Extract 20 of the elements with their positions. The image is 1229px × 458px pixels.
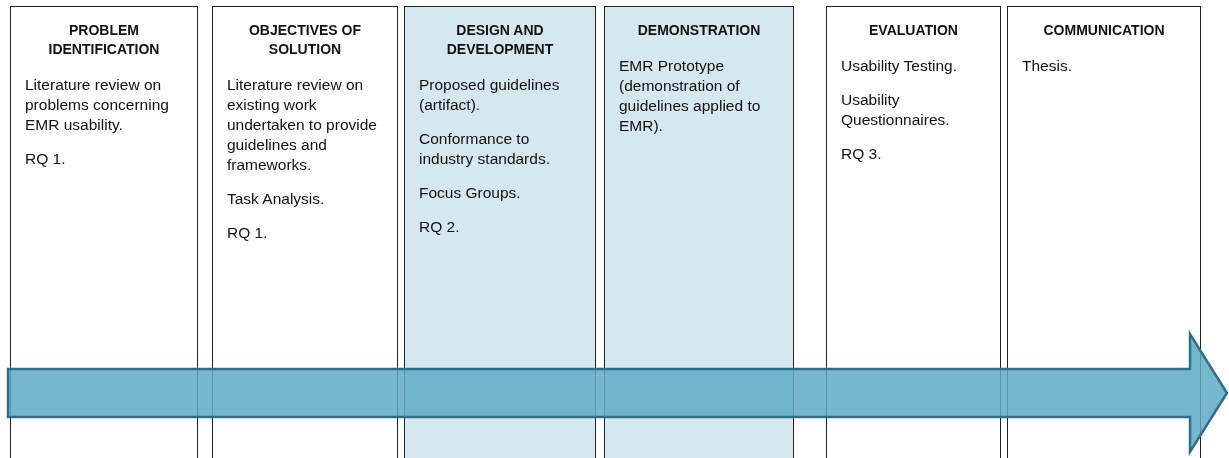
body-text: Usability Questionnaires. (841, 90, 951, 130)
column-heading: EVALUATION (868, 21, 959, 40)
body-text: RQ 2. (419, 217, 461, 237)
column-heading: COMMUNICATION (1042, 21, 1166, 40)
column-heading: OBJECTIVES OF SOLUTION (248, 21, 362, 59)
column-heading: PROBLEM IDENTIFICATION (47, 21, 161, 59)
body-text: Task Analysis. (227, 189, 326, 209)
body-text: Conformance to industry standards. (419, 129, 551, 169)
body-text: RQ 1. (25, 149, 67, 169)
body-text: Usability Testing. (841, 56, 958, 76)
body-text: Focus Groups. (419, 183, 522, 203)
column-heading: DEMONSTRATION (636, 21, 762, 40)
body-text: Literature review on problems concerning EMR usability. (25, 75, 170, 135)
body-text: RQ 3. (841, 144, 883, 164)
column-heading: DESIGN AND DEVELOPMENT (445, 21, 555, 59)
body-text: Literature review on existing work undertaken to provide guidelines and frameworks. (227, 75, 378, 175)
body-text: EMR Prototype (demonstration of guidelines applied to EMR). (619, 56, 762, 136)
body-text: Proposed guidelines (artifact). (419, 75, 561, 115)
body-text: Thesis. (1022, 56, 1073, 76)
body-text: RQ 1. (227, 223, 269, 243)
